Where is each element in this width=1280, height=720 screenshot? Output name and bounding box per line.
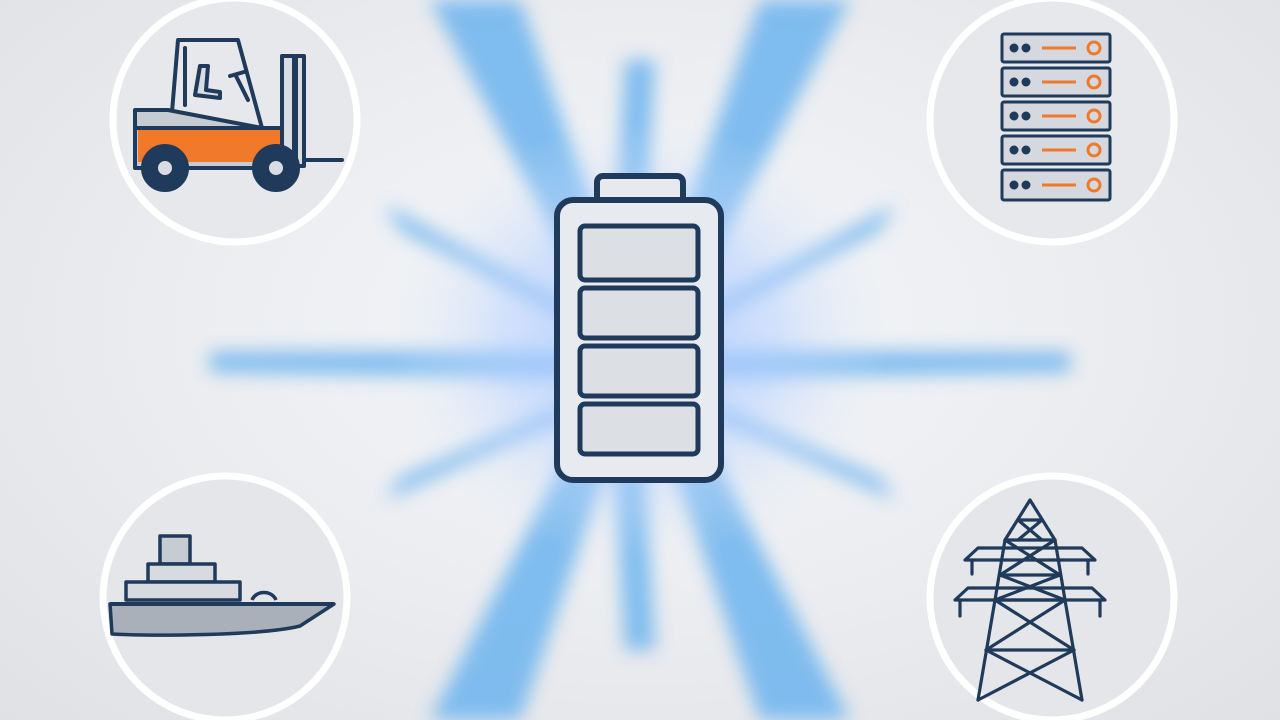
power-pylon-icon bbox=[953, 498, 1107, 702]
server-unit bbox=[1000, 66, 1112, 98]
battery-icon bbox=[554, 173, 724, 483]
battery-cell bbox=[577, 343, 701, 399]
server-unit bbox=[1000, 134, 1112, 166]
battery-cell bbox=[577, 223, 701, 283]
server-unit bbox=[1000, 168, 1112, 202]
ship-icon bbox=[108, 534, 336, 637]
battery-cell bbox=[577, 285, 701, 341]
forklift-icon bbox=[133, 38, 344, 192]
pylon-circle bbox=[926, 472, 1178, 720]
server-rack-icon bbox=[1000, 32, 1112, 202]
server-unit bbox=[1000, 32, 1112, 64]
battery-cell bbox=[577, 401, 701, 457]
server-unit bbox=[1000, 100, 1112, 132]
